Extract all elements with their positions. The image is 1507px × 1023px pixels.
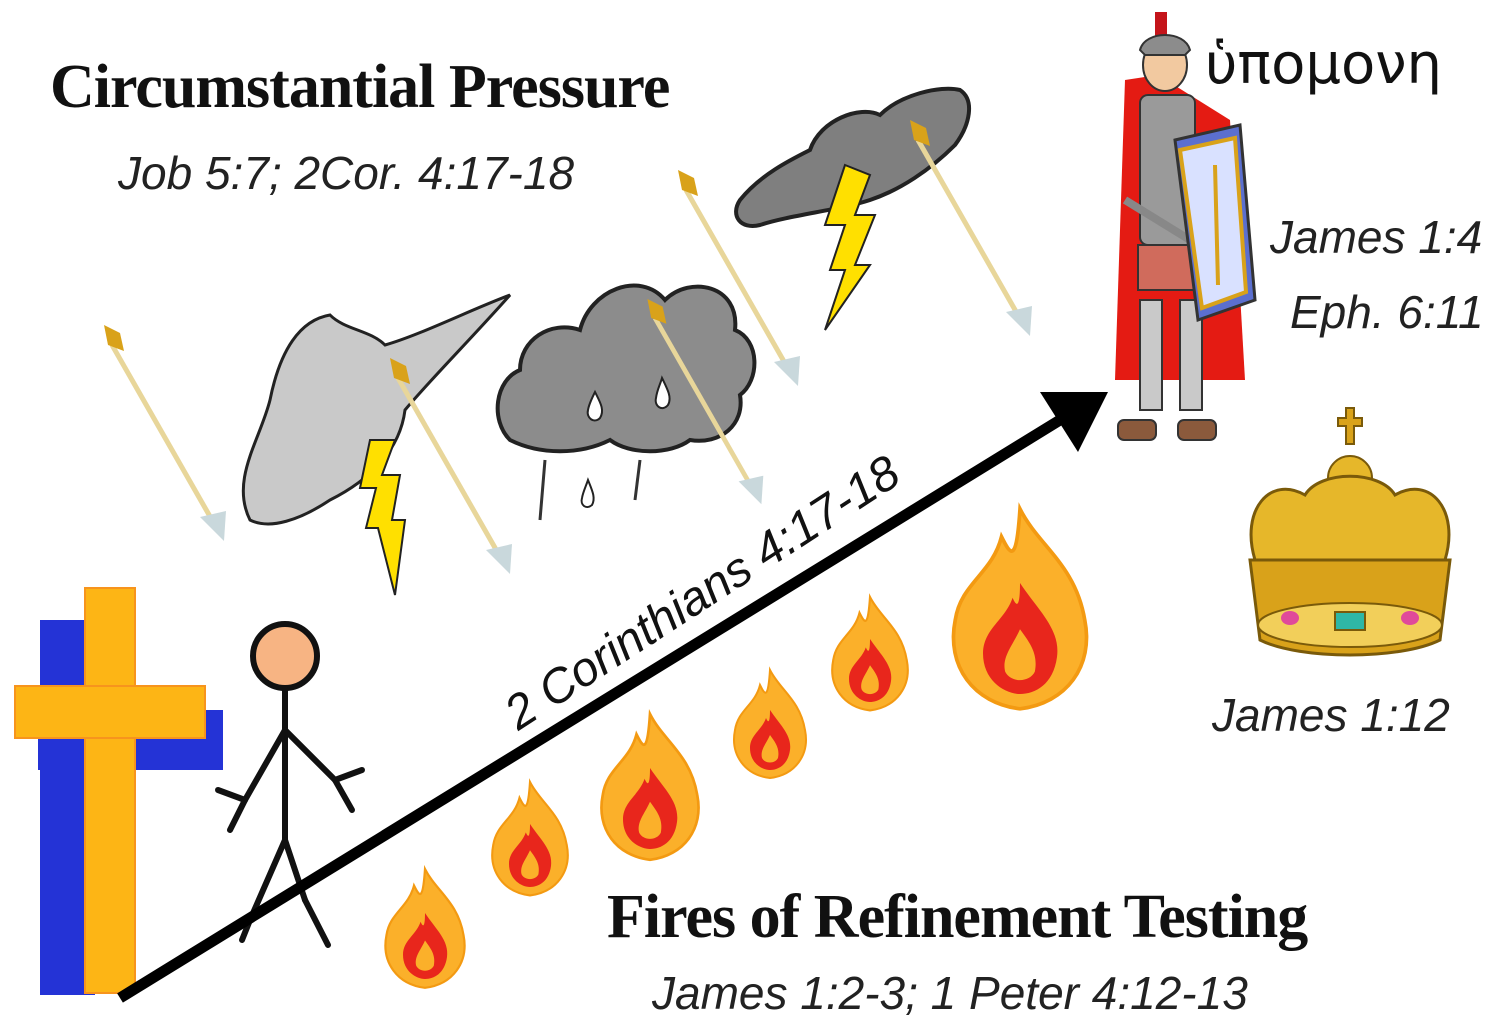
crown-reference: James 1:12 [1212, 689, 1450, 741]
roman-soldier-icon [1115, 12, 1257, 441]
flame-icon [831, 595, 909, 712]
flame-icon [491, 780, 569, 897]
cross-icon [14, 587, 223, 995]
crown-icon [1248, 407, 1452, 657]
flame-icon [951, 507, 1089, 711]
pressure-title: Circumstantial Pressure [50, 53, 670, 121]
soldier-reference-1: James 1:4 [1270, 211, 1483, 263]
flame-icon [600, 712, 700, 862]
pressure-reference: Job 5:7; 2Cor. 4:17-18 [118, 147, 575, 199]
rain-cloud-icon [495, 283, 757, 521]
flame-icon [384, 867, 466, 989]
flame-icon [733, 669, 807, 779]
stick-figure-icon [215, 621, 365, 948]
soldier-reference-2: Eph. 6:11 [1290, 286, 1484, 338]
storm-cloud-icon [241, 293, 512, 596]
falling-arrow-icon [104, 325, 226, 541]
fires-title: Fires of Refinement Testing [607, 883, 1308, 951]
thunder-cloud-icon [734, 86, 972, 331]
greek-word: ὑπομονη [1205, 32, 1443, 97]
fires-reference: James 1:2-3; 1 Peter 4:12-13 [652, 967, 1248, 1019]
path-arrow [117, 392, 1108, 1003]
